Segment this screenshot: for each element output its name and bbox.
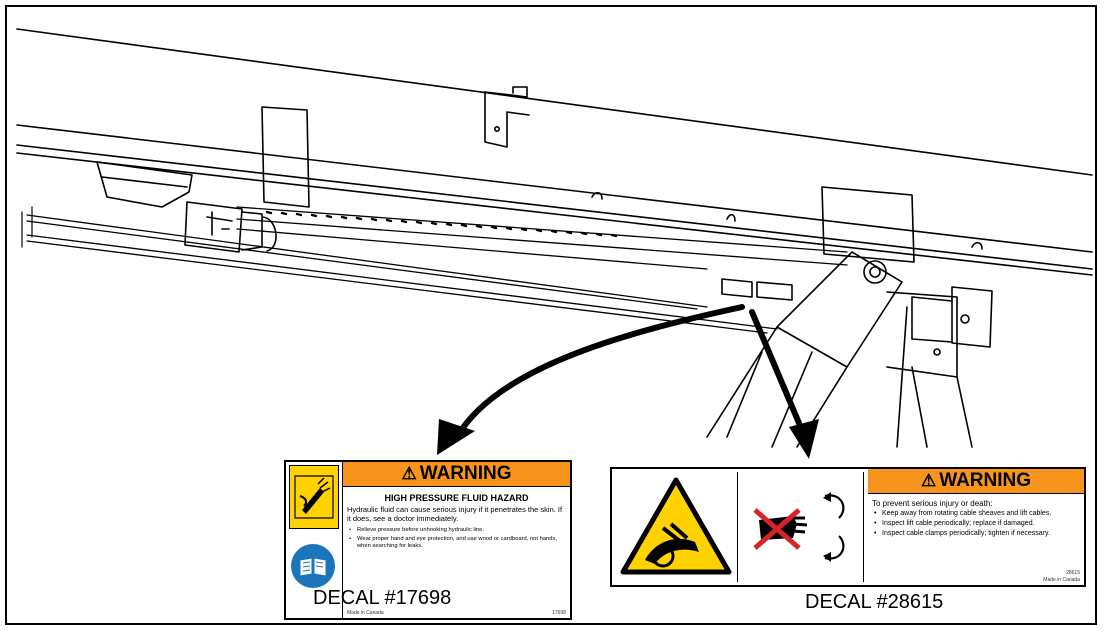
- lower-rail: [26, 214, 778, 334]
- left-motor: [184, 201, 277, 253]
- decal-17698-header: ⚠ WARNING: [343, 462, 570, 487]
- decal-17698-caption: DECAL #17698: [313, 587, 452, 609]
- cylinder-arm: [706, 251, 903, 448]
- decal-28615-signal-word: WARNING: [939, 470, 1032, 491]
- left-bolt: [206, 211, 233, 236]
- decal-location: [721, 278, 793, 301]
- decal-28615-bullets: Keep away from rotating cable sheaves an…: [868, 509, 1084, 538]
- callout-arrow-decal-28615: [749, 309, 810, 445]
- right-end-block: [911, 286, 993, 348]
- decal-28615-part-number: 28615: [1066, 570, 1080, 576]
- decal-17698-icon-column: [286, 462, 343, 618]
- decal-28615-header: ⚠ WARNING: [868, 469, 1084, 494]
- right-frame: [886, 291, 973, 448]
- warning-triangle-icon: ⚠: [920, 471, 937, 490]
- decal-28615-made-in: Made in Canada: [1043, 577, 1080, 583]
- right-guard-plate: [821, 186, 915, 263]
- left-end-housing: [96, 161, 193, 208]
- decal-17698-part-number: 17698: [552, 610, 566, 616]
- read-manual-icon: [291, 544, 335, 588]
- decal-17698-body: Hydraulic fluid can cause serious injury…: [347, 505, 563, 523]
- decal-28615-caption: DECAL #28615: [805, 591, 944, 613]
- warning-triangle-icon: ⚠: [401, 464, 417, 483]
- entanglement-hazard-icon: [615, 472, 738, 582]
- decal-28615-bullet: Keep away from rotating cable sheaves an…: [874, 510, 1080, 518]
- fluid-injection-hazard-icon: [289, 465, 339, 529]
- chain-links: [265, 210, 618, 238]
- callout-arrowhead-decal-28615: [789, 419, 819, 459]
- decal-28615-intro: To prevent serious injury or death:: [872, 499, 993, 508]
- cable-channel: [236, 206, 848, 270]
- diagram-frame: ⚠ WARNING HIGH PRESSURE FLUID HAZARD Hyd…: [5, 5, 1097, 625]
- machine-line-art: [16, 28, 1093, 459]
- decal-17698-text-column: ⚠ WARNING HIGH PRESSURE FLUID HAZARD Hyd…: [343, 462, 570, 618]
- decal-17698-bullet: Relieve pressure before unhooking hydrau…: [349, 527, 566, 534]
- callout-arrowhead-decal-17698: [437, 419, 475, 455]
- no-hands-rotating-icon: [741, 472, 864, 582]
- decal-17698-bullet: Wear proper hand and eye protection, and…: [349, 536, 566, 550]
- callout-arrow-decal-17698: [454, 304, 745, 440]
- decal-28615: ⚠ WARNING To prevent serious injury or d…: [610, 467, 1086, 587]
- left-beam-end: [21, 206, 33, 248]
- main-beam: [16, 28, 1093, 276]
- decal-17698-hazard-title: HIGH PRESSURE FLUID HAZARD: [384, 493, 529, 503]
- decal-28615-bullet: Inspect cable clamps periodically; tight…: [874, 530, 1080, 538]
- rail-clips: [591, 191, 983, 250]
- left-guard-plate: [261, 106, 310, 208]
- decal-28615-text-column: ⚠ WARNING To prevent serious injury or d…: [868, 469, 1084, 585]
- decal-17698-bullets: Relieve pressure before unhooking hydrau…: [343, 523, 570, 550]
- top-bracket: [484, 86, 530, 148]
- decal-17698-made-in: Made in Canada: [347, 610, 384, 616]
- decal-17698: ⚠ WARNING HIGH PRESSURE FLUID HAZARD Hyd…: [284, 460, 572, 620]
- decal-17698-signal-word: WARNING: [419, 463, 512, 484]
- decal-28615-bullet: Inspect lift cable periodically; replace…: [874, 520, 1080, 528]
